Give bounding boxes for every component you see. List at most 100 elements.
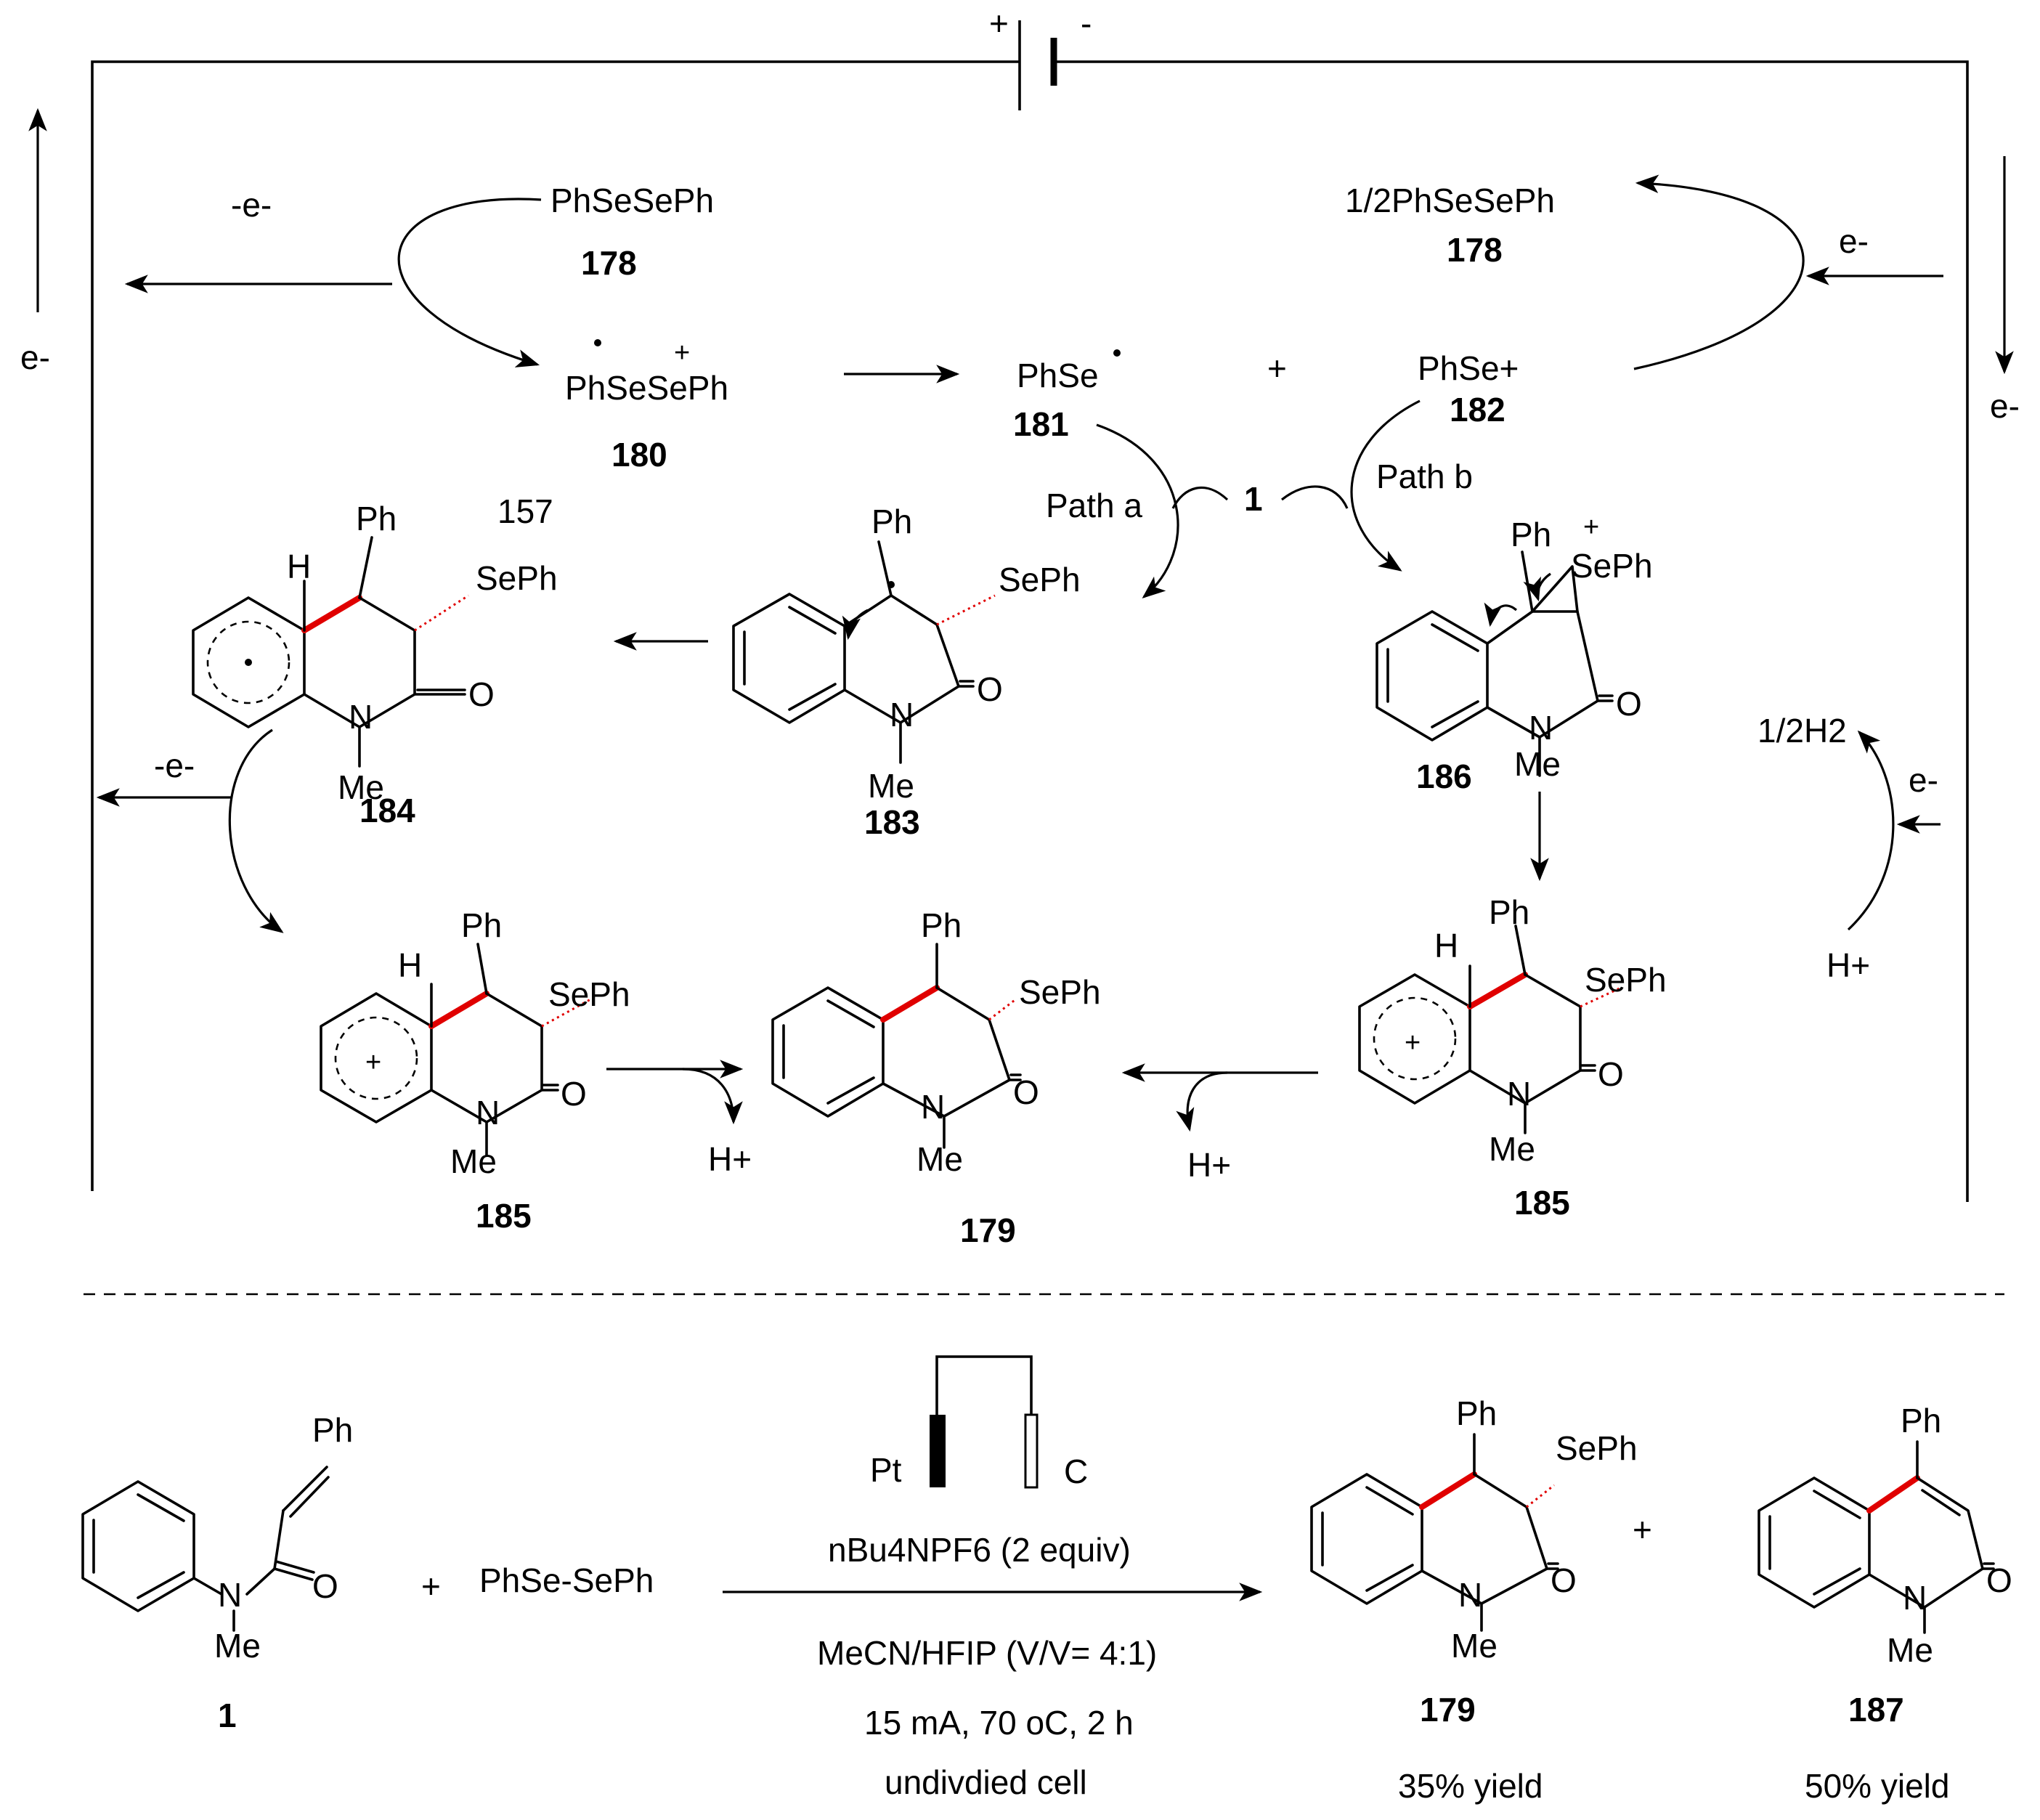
svg-text:Me: Me: [1451, 1627, 1498, 1665]
svg-text:SePh: SePh: [548, 975, 630, 1013]
minus-e-lower: -e-: [154, 747, 195, 784]
c178-label: 178: [581, 244, 637, 282]
svg-text:H: H: [287, 548, 311, 585]
c181-formula: PhSe: [1017, 357, 1099, 394]
svg-text:N: N: [1529, 709, 1553, 747]
label-185a: 185: [476, 1197, 532, 1235]
product-187-label: 187: [1848, 1691, 1904, 1728]
svg-text:+: +: [674, 338, 690, 368]
svg-text:O: O: [1551, 1561, 1577, 1599]
svg-text:Ph: Ph: [356, 500, 397, 537]
path-arrows: Path a 1 Path b: [1046, 399, 1473, 599]
label-184: 184: [359, 792, 415, 829]
path-a-label: Path a: [1046, 487, 1142, 524]
svg-text:Me: Me: [1489, 1130, 1535, 1168]
svg-text:SePh: SePh: [476, 559, 558, 597]
svg-text:O: O: [468, 675, 495, 713]
h2-label: 1/2H2: [1757, 712, 1847, 749]
compound-183: Ph SePh O N Me 183: [732, 503, 1081, 841]
e-right-top: e-: [1839, 222, 1869, 260]
svg-text:SePh: SePh: [999, 561, 1081, 598]
plus-1: +: [421, 1567, 441, 1605]
svg-text:+: +: [365, 1047, 381, 1078]
hydrogen-evolution: 1/2H2 e- H+: [1757, 712, 1941, 984]
svg-text:Me: Me: [868, 767, 914, 805]
e-right-h2: e-: [1909, 761, 1938, 799]
reactant-1: N Me O Ph 1: [81, 1411, 353, 1734]
electron-left-label: e-: [20, 338, 50, 376]
svg-text:N: N: [349, 698, 373, 736]
path-b-label: Path b: [1376, 458, 1473, 495]
svg-text:Ph: Ph: [461, 906, 502, 944]
substrate-1-label: 1: [1244, 480, 1263, 518]
svg-text:Ph: Ph: [312, 1411, 353, 1449]
compound-185-right: + H Ph SePh O N Me 185: [1358, 893, 1667, 1222]
reactant-label: 1: [218, 1697, 237, 1734]
svg-text:SePh: SePh: [1585, 961, 1667, 999]
svg-text:Ph: Ph: [1489, 893, 1529, 931]
svg-text:Ph: Ph: [1901, 1402, 1941, 1439]
svg-text:N: N: [1507, 1075, 1531, 1113]
cell-type: undivdied cell: [885, 1763, 1087, 1801]
compound-184: H Ph SePh O N Me 157 184: [192, 492, 558, 829]
svg-text:H: H: [1434, 927, 1458, 964]
anode-oxidation-178: PhSeSePh 178 -e- PhSeSePh + 180 PhSe 181…: [124, 182, 1519, 474]
electrolyte: nBu4NPF6 (2 equiv): [828, 1531, 1131, 1569]
product-179: Ph SePh O N Me 179 35% yield: [1310, 1394, 1638, 1805]
reagent-diphenyl-diselenide: PhSe-SePh: [479, 1561, 654, 1599]
c178-formula: PhSeSePh: [550, 182, 714, 219]
cathode-label: C: [1064, 1453, 1088, 1490]
svg-text:Me: Me: [450, 1142, 497, 1180]
product-179-label: 179: [1420, 1691, 1476, 1728]
svg-text:O: O: [561, 1075, 587, 1113]
svg-text:Ph: Ph: [921, 906, 962, 944]
h-plus-right: H+: [1826, 946, 1870, 984]
product-179-yield: 35% yield: [1398, 1767, 1543, 1805]
svg-text:O: O: [312, 1567, 338, 1605]
svg-text:N: N: [1458, 1576, 1482, 1614]
svg-text:Me: Me: [214, 1627, 261, 1665]
h-plus-1: H+: [708, 1140, 752, 1178]
pt-electrode: [930, 1415, 946, 1487]
svg-text:N: N: [890, 696, 914, 734]
compound-186: Ph SePh + O N Me 186: [1375, 512, 1653, 795]
electron-right-label: e-: [1990, 387, 2020, 425]
svg-text:H: H: [398, 946, 422, 984]
minus-e-top: -e-: [231, 186, 272, 224]
h-plus-2: H+: [1187, 1146, 1231, 1184]
compound-185-left: + H Ph SePh O N Me 185: [320, 906, 630, 1235]
svg-text:Me: Me: [917, 1140, 963, 1178]
c178b-label: 178: [1447, 231, 1503, 269]
svg-text:N: N: [1903, 1579, 1927, 1617]
battery-plus: +: [989, 4, 1009, 42]
svg-text:Me: Me: [338, 768, 384, 806]
svg-text:O: O: [977, 670, 1003, 708]
svg-text:Me: Me: [1887, 1631, 1933, 1669]
svg-text:Me: Me: [1514, 745, 1561, 783]
plus-mid: +: [1267, 349, 1287, 387]
svg-text:Ph: Ph: [1456, 1394, 1497, 1432]
svg-text:SePh: SePh: [1556, 1429, 1638, 1467]
c182-formula: PhSe+: [1418, 349, 1519, 387]
svg-text:+: +: [1583, 512, 1599, 543]
anode-label: Pt: [870, 1451, 902, 1489]
svg-text:SePh: SePh: [1019, 973, 1101, 1011]
carbon-electrode: [1024, 1413, 1039, 1489]
c181-label: 181: [1013, 405, 1069, 443]
conditions: 15 mA, 70 oC, 2 h: [864, 1704, 1134, 1742]
label-185b: 185: [1514, 1184, 1570, 1222]
svg-text:N: N: [476, 1094, 500, 1132]
label-183: 183: [864, 803, 920, 841]
ref-157: 157: [497, 492, 553, 530]
cathode-reduction-182: 1/2PhSeSePh 178 e-: [1345, 174, 1943, 370]
c180-formula: PhSeSePh: [565, 369, 728, 407]
svg-text:Ph: Ph: [1511, 516, 1551, 553]
battery-minus: -: [1081, 4, 1092, 42]
label-179: 179: [960, 1211, 1016, 1249]
c182-label: 182: [1450, 391, 1505, 428]
solvent: MeCN/HFIP (V/V= 4:1): [817, 1634, 1157, 1672]
label-186: 186: [1416, 757, 1472, 795]
compound-179-center: Ph SePh O N Me 179: [771, 906, 1101, 1249]
svg-text:O: O: [1598, 1055, 1624, 1093]
